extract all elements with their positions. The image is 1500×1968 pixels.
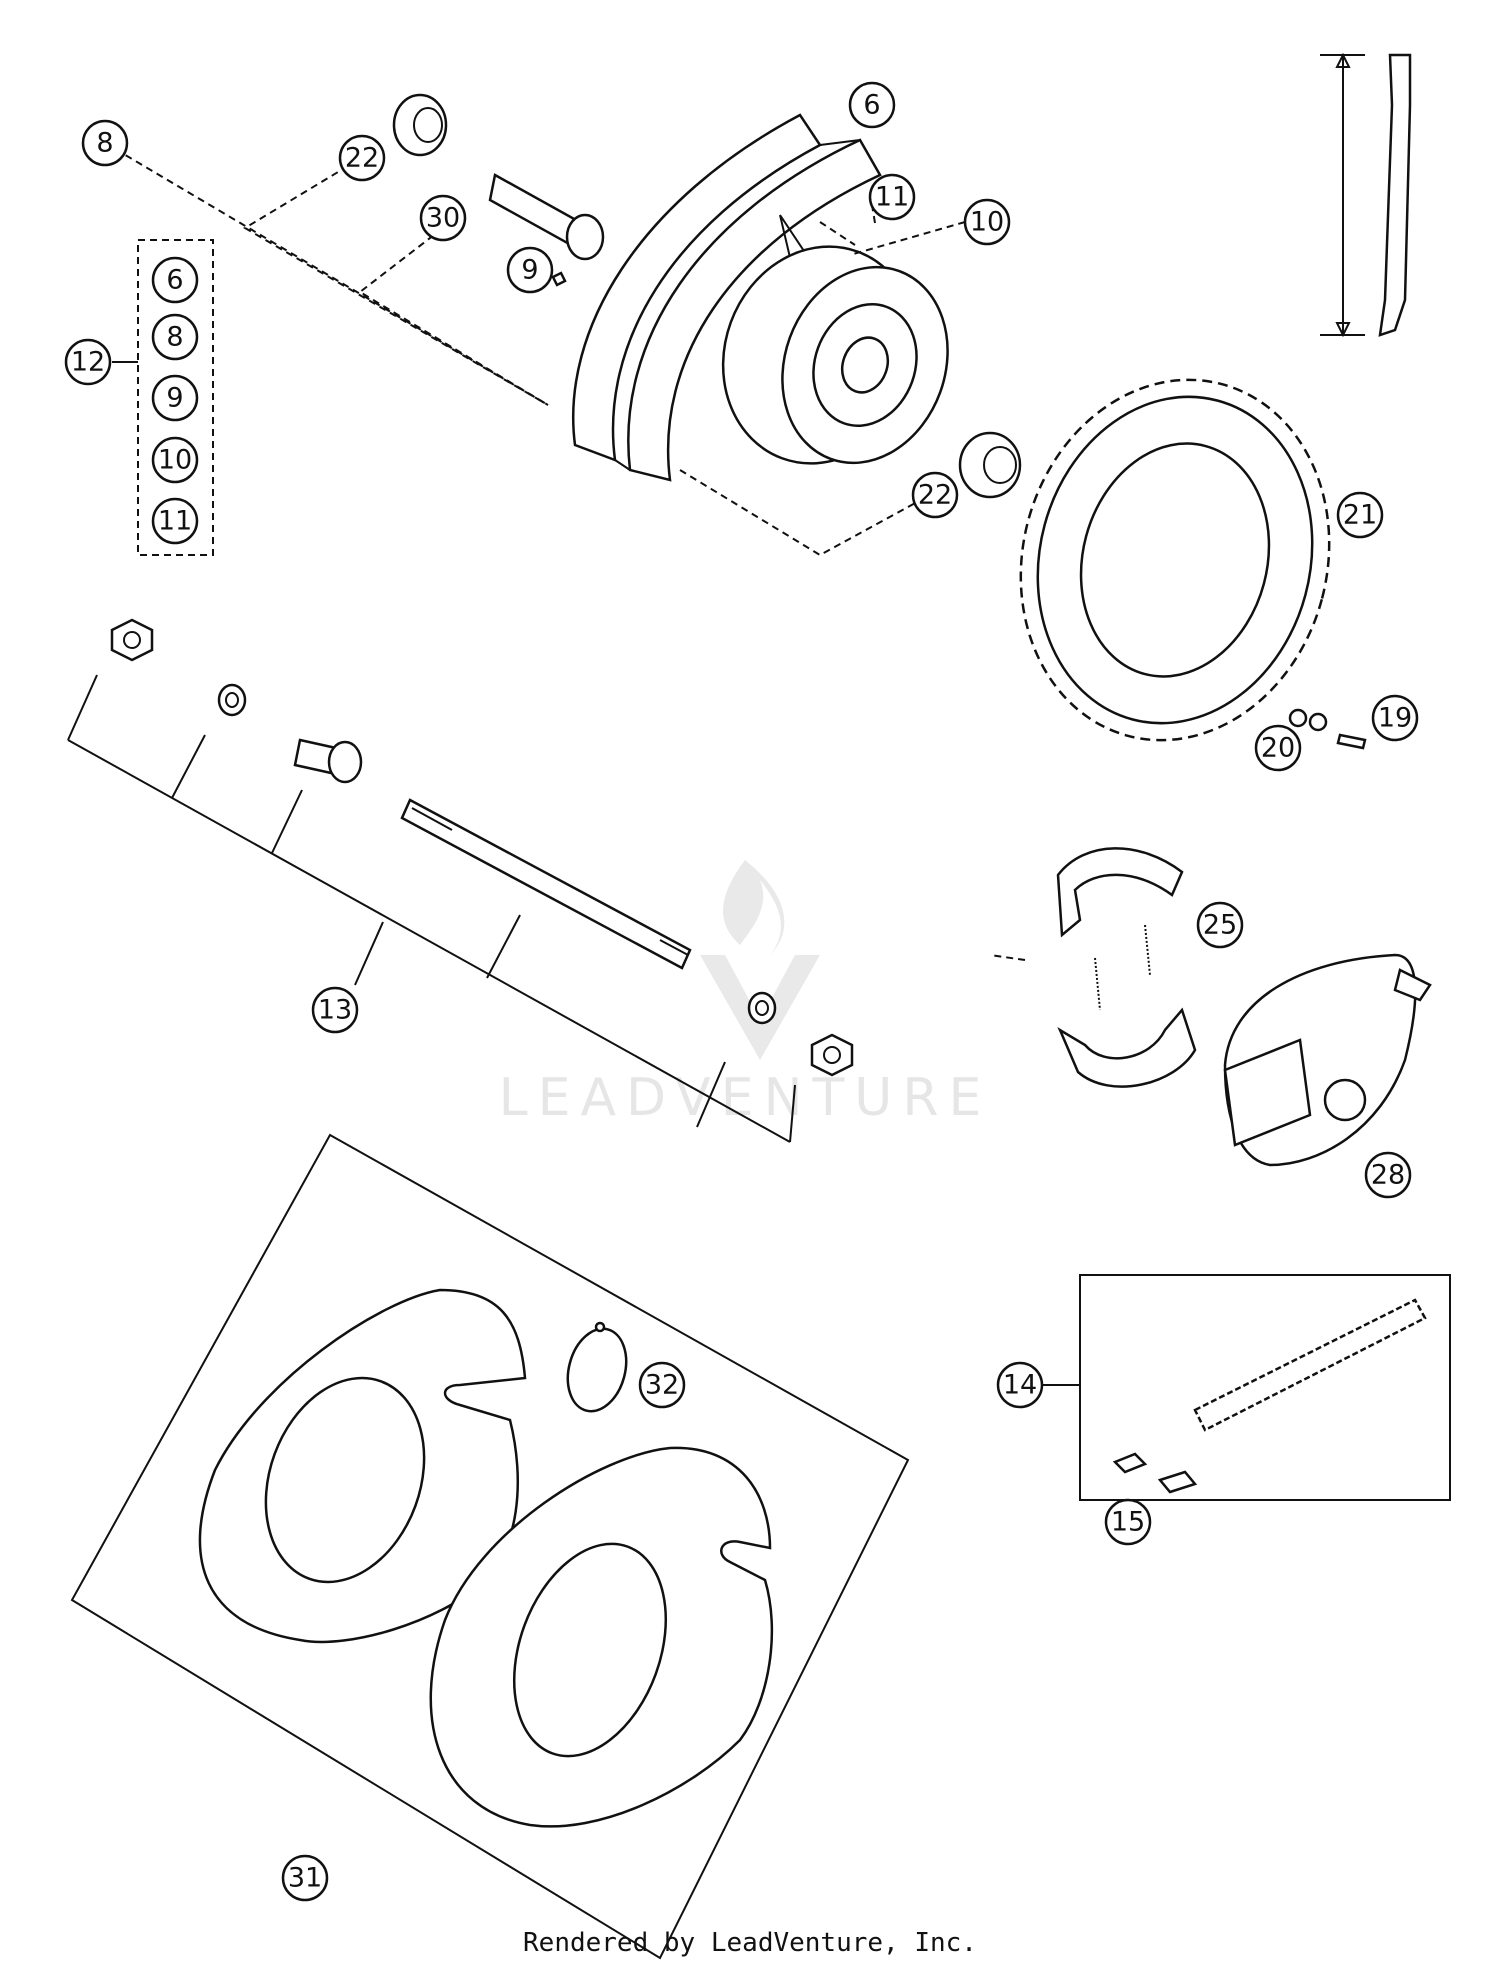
callout-label: 8 xyxy=(166,322,183,353)
sprocket xyxy=(1019,378,1331,742)
callout-label: 14 xyxy=(1003,1370,1037,1401)
axle-spacer xyxy=(293,738,363,784)
watermark-text: LEADVENTURE xyxy=(499,1068,992,1128)
callout-12[interactable]: 12 xyxy=(64,338,112,386)
callout-label: 11 xyxy=(875,182,909,213)
brake-shoe-lower xyxy=(1057,1007,1197,1088)
brake-plate xyxy=(1223,953,1432,1167)
kit-callout-11[interactable]: 11 xyxy=(151,497,199,545)
callout-9[interactable]: 9 xyxy=(506,246,554,294)
chain-box xyxy=(1079,1274,1451,1501)
callout-label: 13 xyxy=(318,995,352,1026)
spoke-nipple xyxy=(551,271,567,287)
callout-28[interactable]: 28 xyxy=(1364,1151,1412,1199)
kit-callout-9[interactable]: 9 xyxy=(151,374,199,422)
callout-label: 6 xyxy=(166,265,183,296)
callout-label: 8 xyxy=(96,128,113,159)
watermark-v-icon xyxy=(700,955,820,1060)
callout-label: 22 xyxy=(918,480,952,511)
master-link xyxy=(1112,1452,1198,1494)
callout-20[interactable]: 20 xyxy=(1254,724,1302,772)
hub xyxy=(721,245,949,465)
gasket-lower xyxy=(429,1446,774,1828)
callout-label: 11 xyxy=(158,506,192,537)
kit-bracket xyxy=(112,239,214,556)
callout-10[interactable]: 10 xyxy=(963,198,1011,246)
axle xyxy=(400,798,692,970)
callout-label: 9 xyxy=(166,383,183,414)
callout-label: 28 xyxy=(1371,1160,1405,1191)
circlip xyxy=(566,1321,628,1413)
callout-19[interactable]: 19 xyxy=(1371,694,1419,742)
callout-22-bottom[interactable]: 22 xyxy=(911,471,959,519)
kit-callout-6[interactable]: 6 xyxy=(151,256,199,304)
callout-31[interactable]: 31 xyxy=(281,1854,329,1902)
axle-leader-lines xyxy=(67,674,796,1143)
kit-callout-8[interactable]: 8 xyxy=(151,313,199,361)
callout-22-top[interactable]: 22 xyxy=(338,134,386,182)
callout-label: 15 xyxy=(1111,1507,1145,1538)
callout-30[interactable]: 30 xyxy=(419,194,467,242)
wheel-rim xyxy=(572,113,882,482)
callout-label: 22 xyxy=(345,143,379,174)
callout-label: 21 xyxy=(1343,500,1377,531)
sprocket-bolt xyxy=(1336,733,1367,750)
washer-left xyxy=(217,683,247,717)
brake-shoe-upper xyxy=(1056,847,1184,938)
watermark-flame-icon xyxy=(722,860,785,955)
watermark: LEADVENTURE xyxy=(499,860,992,1128)
callout-25[interactable]: 25 xyxy=(1196,901,1244,949)
hub-spacer xyxy=(488,173,605,261)
gasket-box xyxy=(70,1133,910,1960)
bearing-bottom xyxy=(958,431,1022,499)
washer-right xyxy=(747,991,777,1025)
callout-label: 12 xyxy=(71,347,105,378)
callout-11[interactable]: 11 xyxy=(868,173,916,221)
callout-label: 31 xyxy=(288,1863,322,1894)
axle-nut-right xyxy=(810,1033,854,1077)
callout-label: 10 xyxy=(970,207,1004,238)
callout-32[interactable]: 32 xyxy=(638,1361,686,1409)
gasket-upper xyxy=(198,1288,527,1644)
callout-label: 25 xyxy=(1203,910,1237,941)
callout-label: 6 xyxy=(863,90,880,121)
callout-6[interactable]: 6 xyxy=(848,81,896,129)
bearing-top xyxy=(392,93,448,157)
callout-label: 20 xyxy=(1261,733,1295,764)
callout-21[interactable]: 21 xyxy=(1336,491,1384,539)
kit-callout-10[interactable]: 10 xyxy=(151,436,199,484)
brake-springs xyxy=(1094,924,1151,1011)
callout-label: 9 xyxy=(521,255,538,286)
spoke-gauge xyxy=(1320,52,1412,338)
sprocket-nuts xyxy=(1288,708,1328,732)
callout-label: 19 xyxy=(1378,703,1412,734)
callout-label: 30 xyxy=(426,203,460,234)
callout-label: 32 xyxy=(645,1370,679,1401)
callout-15[interactable]: 15 xyxy=(1104,1498,1152,1546)
callout-label: 10 xyxy=(158,445,192,476)
footer-credit: Rendered by LeadVenture, Inc. xyxy=(523,1928,977,1958)
callout-13[interactable]: 13 xyxy=(311,986,359,1034)
axle-nut-left xyxy=(110,618,154,662)
callout-14[interactable]: 14 xyxy=(996,1361,1044,1409)
callout-8[interactable]: 8 xyxy=(81,119,129,167)
chain xyxy=(1193,1298,1427,1432)
